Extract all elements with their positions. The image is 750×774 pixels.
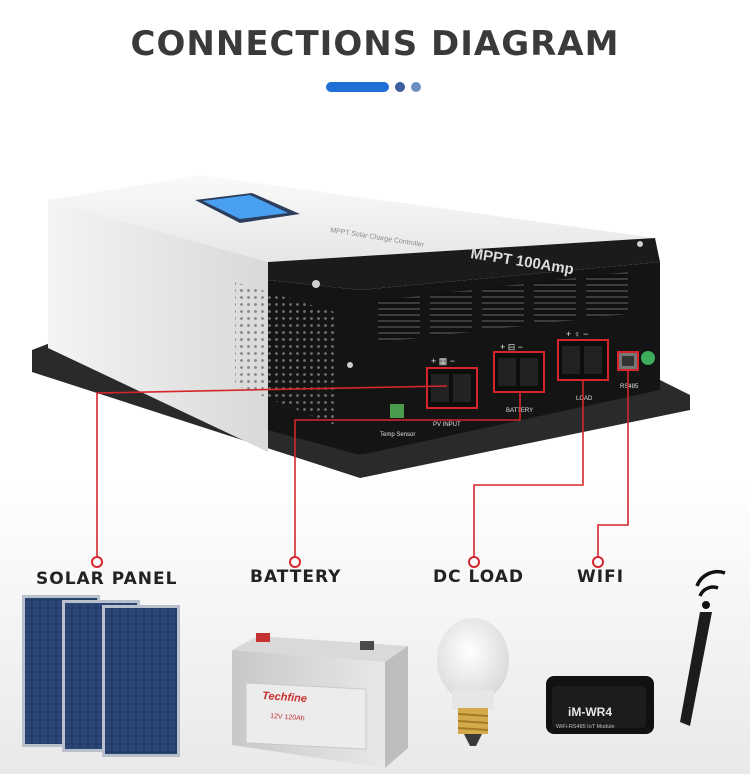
screw: [347, 362, 353, 368]
wifi-label: WIFI: [577, 567, 625, 587]
dc-load-label: DC LOAD: [433, 567, 524, 587]
battery-brand: Techfine: [262, 690, 308, 705]
lcd-screen: [203, 195, 288, 219]
connector-node: [91, 556, 103, 568]
load-port-label: LOAD: [576, 396, 593, 402]
bulb-image: [437, 618, 509, 746]
connector-node: [468, 556, 480, 568]
wifi-module-name: iM-WR4: [568, 705, 612, 719]
status-led-icon: [641, 351, 655, 365]
wifi-module-sub: WiFi-RS485 IoT Module: [556, 724, 615, 730]
battery-model: 12V 120Ah: [270, 713, 305, 722]
solar-panel-label: SOLAR PANEL: [36, 569, 178, 589]
screw: [312, 280, 320, 288]
connector-nodes: [91, 556, 604, 568]
controller-top: [48, 175, 655, 262]
controller-side: [48, 200, 268, 452]
connector-node: [289, 556, 301, 568]
screw: [637, 241, 643, 247]
connector-lines: [96, 370, 629, 562]
wifi-module-image: iM-WR4 WiFi-RS485 IoT Module: [546, 569, 726, 734]
antenna: [680, 612, 712, 726]
temp-sensor-port: [390, 404, 404, 418]
pv-input-label: PV INPUT: [433, 422, 461, 428]
connector-node: [592, 556, 604, 568]
charge-controller: MPPT 100Amp MPPT Solar Charge Controller…: [32, 175, 690, 478]
page-title: CONNECTIONS DIAGRAM: [130, 24, 620, 64]
load-connector-line: [473, 380, 584, 562]
svg-text:+ ▦ −: + ▦ −: [431, 356, 455, 366]
svg-text:+ ⊟ −: + ⊟ −: [500, 342, 523, 352]
mounting-base: [32, 340, 690, 478]
wifi-signal-icon: [695, 569, 726, 597]
solar-panel-image: [22, 595, 180, 757]
front-vents: [378, 272, 628, 342]
front-bevel: [268, 238, 660, 290]
battery-connector-line: [294, 392, 521, 562]
svg-text:+ ♀ −: + ♀ −: [566, 329, 588, 339]
solar-connector-line: [96, 385, 448, 562]
temp-sensor-label: Temp Sensor: [380, 432, 415, 438]
battery-image: Techfine 12V 120Ah: [232, 633, 408, 768]
battery-label: BATTERY: [250, 567, 342, 587]
rs485-label: RS485: [620, 384, 639, 390]
wifi-connector-line: [597, 370, 629, 562]
